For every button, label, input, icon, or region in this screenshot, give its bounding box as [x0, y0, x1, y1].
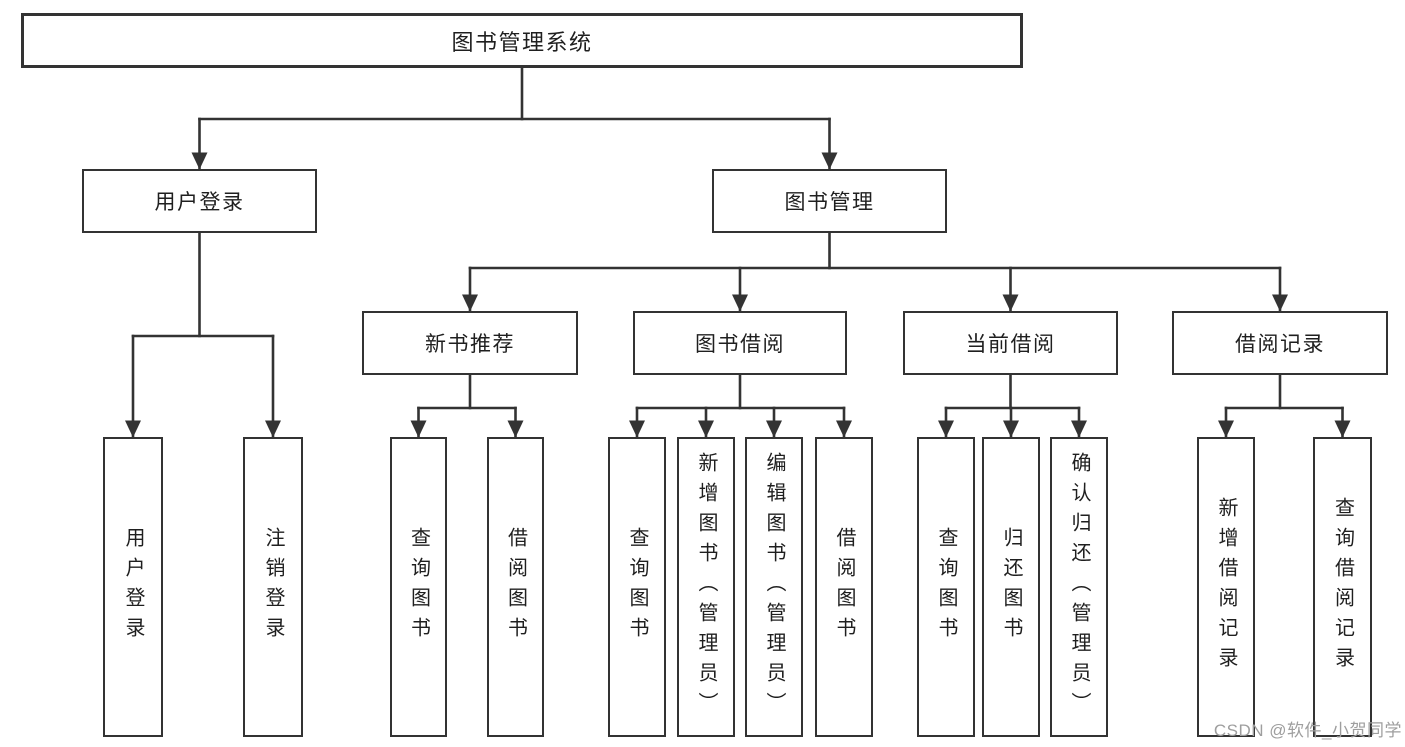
csdn-watermark: CSDN @软件_小贺同学	[1213, 721, 1402, 740]
leaf-logout: 注销登录	[243, 437, 303, 737]
node-book-management: 图书管理	[712, 169, 947, 233]
connector-book-management-children	[462, 231, 1288, 313]
leaf-borrow-books-recommend: 借阅图书	[487, 437, 544, 737]
leaf-edit-books-admin: 编辑图书（管理员）	[745, 437, 803, 737]
leaf-borrow-books: 借阅图书	[815, 437, 873, 737]
node-borrow-records: 借阅记录	[1172, 311, 1388, 375]
connector-current-borrow-children	[938, 373, 1087, 439]
node-root-library-system: 图书管理系统	[21, 13, 1023, 68]
leaf-query-borrow-record: 查询借阅记录	[1313, 437, 1372, 737]
leaf-return-books: 归还图书	[982, 437, 1040, 737]
connector-user-login-children	[125, 231, 281, 439]
node-new-book-recommend: 新书推荐	[362, 311, 578, 375]
connector-root-to-level2	[191, 66, 838, 171]
leaf-add-borrow-record: 新增借阅记录	[1197, 437, 1255, 737]
leaf-query-books-current: 查询图书	[917, 437, 975, 737]
leaf-confirm-return-admin: 确认归还（管理员）	[1050, 437, 1108, 737]
connector-new-book-children	[410, 373, 524, 439]
connector-book-borrow-children	[629, 373, 852, 439]
leaf-query-books-borrow: 查询图书	[608, 437, 666, 737]
node-current-borrow: 当前借阅	[903, 311, 1118, 375]
leaf-add-books-admin: 新增图书（管理员）	[677, 437, 735, 737]
node-book-borrow: 图书借阅	[633, 311, 847, 375]
connector-borrow-record-children	[1218, 373, 1351, 439]
leaf-user-login: 用户登录	[103, 437, 163, 737]
node-user-login: 用户登录	[82, 169, 317, 233]
leaf-query-books-recommend: 查询图书	[390, 437, 447, 737]
